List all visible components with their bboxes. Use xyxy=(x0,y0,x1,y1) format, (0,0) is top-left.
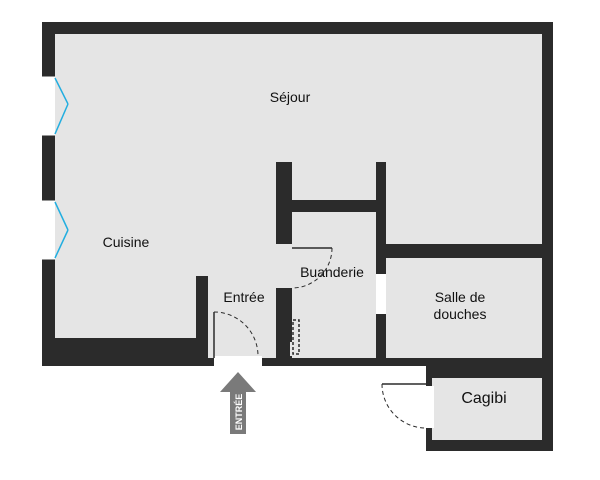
floor-sejour-cuisine xyxy=(55,34,542,356)
entrance-arrow: ENTRÉE xyxy=(220,372,256,434)
room-label-cagibi: Cagibi xyxy=(461,390,506,407)
floor-entree xyxy=(208,276,276,358)
floor-salle-de-douches xyxy=(386,258,542,358)
fixtures xyxy=(280,319,300,356)
room-labels: Séjour Cuisine Entrée Buanderie Salle de… xyxy=(103,89,507,407)
windows xyxy=(42,75,69,261)
entrance-arrow-label: ENTRÉE xyxy=(234,394,244,431)
floor-buanderie xyxy=(292,212,376,358)
room-label-cuisine: Cuisine xyxy=(103,234,150,250)
doors xyxy=(213,244,434,429)
room-label-salle-de-douches-line2: douches xyxy=(434,306,487,322)
room-label-sejour: Séjour xyxy=(270,89,311,105)
floors xyxy=(55,34,542,440)
room-label-salle-de-douches-line1: Salle de xyxy=(435,289,486,305)
room-label-entree: Entrée xyxy=(223,289,264,305)
room-label-buanderie: Buanderie xyxy=(300,264,364,280)
floor-cagibi xyxy=(432,378,542,440)
